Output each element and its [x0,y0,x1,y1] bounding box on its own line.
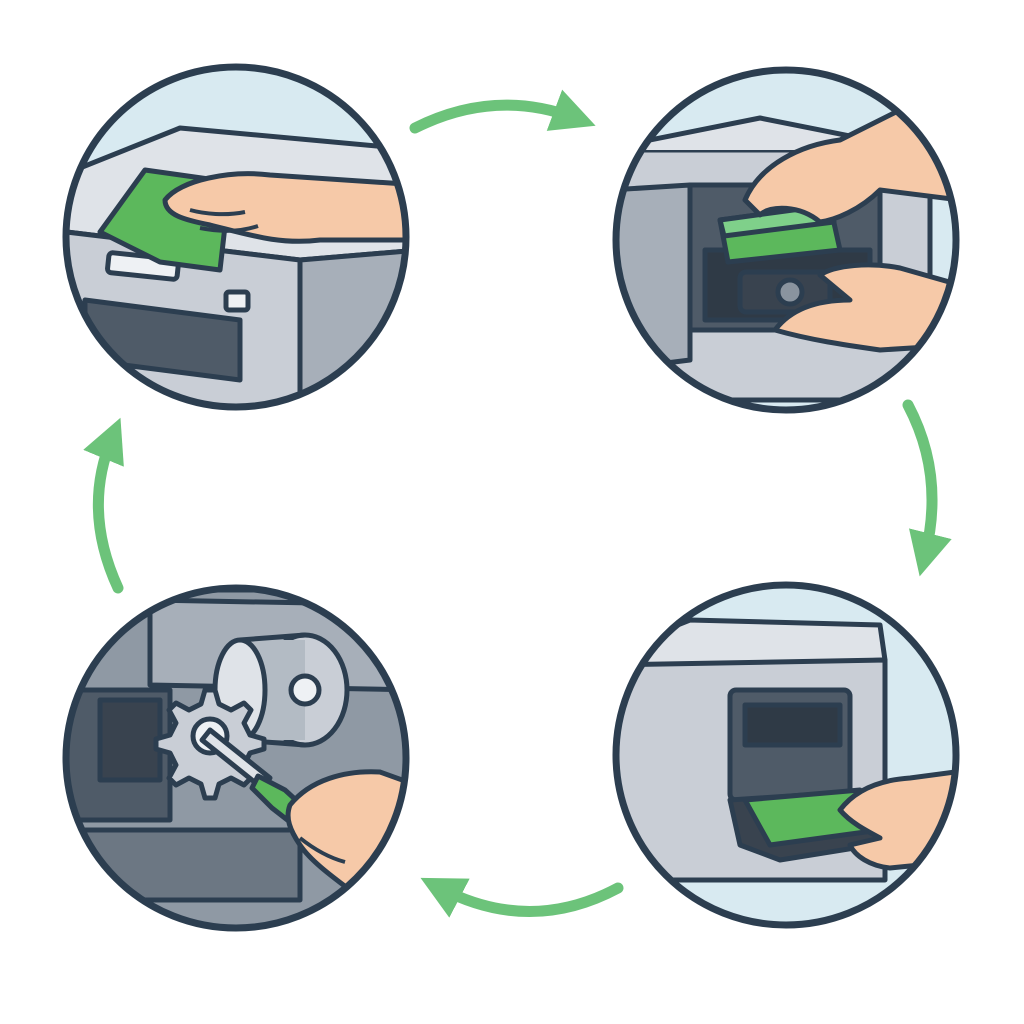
arrow-step1-to-step2 [409,89,596,134]
cycle-arrows [83,89,952,918]
arrow-step4-to-step1 [83,417,124,594]
hand-bottom-icon [772,262,956,353]
step-load-paper-tray [612,581,960,929]
step-service-gears [62,584,410,932]
hand-top-icon [742,107,956,225]
arrow-step2-to-step3 [902,399,952,577]
step-wipe-printer [62,63,410,411]
step-replace-toner [612,66,960,414]
hand-icon [162,171,406,244]
arrow-step3-to-step4 [420,877,624,918]
